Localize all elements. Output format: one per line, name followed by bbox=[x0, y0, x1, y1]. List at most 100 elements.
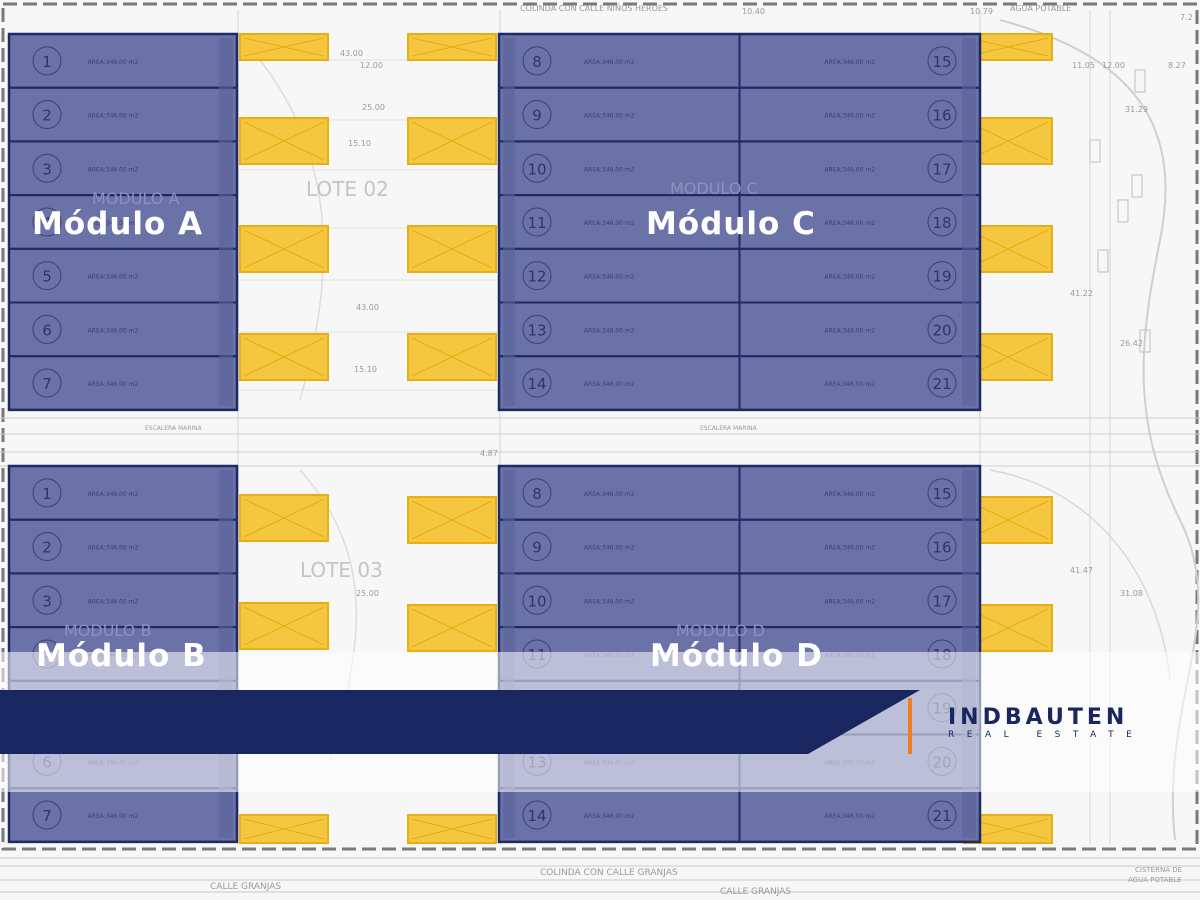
loading-dock bbox=[239, 225, 329, 273]
lot-number-badge bbox=[927, 585, 957, 615]
dimension-label: 41.22 bbox=[1070, 289, 1093, 298]
lot-number-badge bbox=[522, 261, 552, 291]
lot-number-badge bbox=[927, 261, 957, 291]
dock-hatch bbox=[967, 608, 1049, 648]
lot-area-label: AREA:346.00 m2 bbox=[88, 113, 139, 120]
lot-number-badge bbox=[32, 207, 62, 237]
dock-strip bbox=[503, 38, 515, 406]
lot-number-badge bbox=[522, 478, 552, 508]
lot-number-label: LOTE 03 bbox=[300, 558, 383, 582]
lot-area-label: AREA:346.00 m2 bbox=[88, 598, 139, 605]
lot-number: 16 bbox=[932, 539, 951, 557]
lot-area-label: AREA:346.00 m2 bbox=[584, 327, 635, 334]
lot-area-label: AREA:346.00 m2 bbox=[824, 491, 875, 498]
module-small-label: MODULO B bbox=[64, 621, 151, 640]
lot-number: 2 bbox=[42, 539, 52, 557]
lot-number: 16 bbox=[932, 107, 951, 125]
lot-outline bbox=[8, 355, 238, 411]
dock-hatch bbox=[967, 121, 1049, 161]
lot-number: 20 bbox=[932, 321, 951, 339]
equipment-mark bbox=[1131, 174, 1143, 198]
equipment-mark bbox=[1117, 199, 1129, 223]
drive-curve bbox=[989, 469, 1171, 681]
loading-dock bbox=[407, 33, 497, 61]
stair-label: ESCALERA MARINA bbox=[700, 425, 758, 432]
water-label: AGUA POTABLE bbox=[1010, 4, 1071, 13]
lot-number: 5 bbox=[42, 268, 52, 286]
equipment-mark bbox=[1089, 139, 1101, 163]
dock-strip bbox=[962, 38, 976, 406]
lot-area-label: AREA:346.00 m2 bbox=[584, 381, 635, 388]
lot-area-label: AREA:346.00 m2 bbox=[824, 59, 875, 66]
lot-number: 14 bbox=[527, 375, 546, 393]
lot-area-label: AREA:346.00 m2 bbox=[88, 327, 139, 334]
top-street-label: COLINDA CON CALLE NIÑOS HEROES bbox=[520, 3, 668, 13]
lot-number-badge bbox=[927, 100, 957, 130]
lot-number: 7 bbox=[42, 375, 52, 393]
dock-hatch bbox=[411, 229, 493, 269]
dock-hatch bbox=[967, 229, 1049, 269]
lot-number-badge bbox=[927, 314, 957, 344]
lot-number-badge bbox=[522, 153, 552, 183]
dimension-label: 15.10 bbox=[354, 365, 377, 374]
lot-number-badge bbox=[927, 532, 957, 562]
dimension-label: 4.87 bbox=[480, 449, 498, 458]
module-c-label: Módulo C bbox=[646, 206, 816, 242]
lot-area-label: AREA:346.00 m2 bbox=[584, 113, 635, 120]
lot-number-label: LOTE 02 bbox=[306, 177, 389, 201]
lot-number: 9 bbox=[532, 107, 542, 125]
dimension-label: 12.00 bbox=[1102, 61, 1125, 70]
dimension-label: 10.40 bbox=[742, 7, 765, 16]
dock-hatch bbox=[411, 500, 493, 540]
dimension-label: 25.00 bbox=[362, 103, 385, 112]
lot-number-badge bbox=[522, 207, 552, 237]
dimension-label: 7.2 bbox=[1180, 13, 1193, 22]
lot-number-badge bbox=[32, 46, 62, 76]
equipment-mark bbox=[1139, 329, 1151, 353]
lot-number-badge bbox=[522, 314, 552, 344]
dock-hatch bbox=[243, 37, 325, 57]
loading-dock bbox=[239, 33, 329, 61]
lot-area-label: AREA:346.00 m2 bbox=[88, 545, 139, 552]
lot-number: 1 bbox=[42, 485, 52, 503]
lot-area-label: AREA:346.00 m2 bbox=[584, 220, 635, 227]
brand-logo: INDBAUTEN REAL ESTATE bbox=[908, 694, 1188, 754]
dimension-label: 31.29 bbox=[1125, 105, 1148, 114]
dock-strip bbox=[219, 38, 233, 406]
lot-number: 21 bbox=[932, 375, 951, 393]
brand-band bbox=[0, 690, 920, 754]
dock-hatch bbox=[243, 121, 325, 161]
lot-number: 2 bbox=[42, 107, 52, 125]
lot-number: 7 bbox=[42, 807, 52, 825]
module-small-label: MODULO D bbox=[676, 621, 765, 640]
dimension-label: 26.42 bbox=[1120, 339, 1143, 348]
site-annotations: COLINDA CON CALLE NIÑOS HEROES AGUA POTAB… bbox=[145, 3, 1193, 897]
brand-name: INDBAUTEN bbox=[948, 705, 1128, 730]
dock-hatch bbox=[967, 818, 1049, 840]
lot-number: 9 bbox=[532, 539, 542, 557]
lot-area-label: AREA:346.00 m2 bbox=[824, 274, 875, 281]
lot-number: 10 bbox=[527, 160, 546, 178]
lot-number: 19 bbox=[932, 268, 951, 286]
lot-number: 15 bbox=[932, 53, 951, 71]
lot-outline bbox=[738, 355, 981, 411]
lot-area-label: AREA:346.00 m2 bbox=[584, 59, 635, 66]
module-a-label: Módulo A bbox=[32, 206, 203, 242]
dimension-label: 41.47 bbox=[1070, 566, 1093, 575]
lot-number-badge bbox=[927, 207, 957, 237]
lot-area-label: AREA:346.00 m2 bbox=[88, 59, 139, 66]
lot-area-label: AREA:346.00 m2 bbox=[88, 220, 139, 227]
lot-number-badge bbox=[32, 100, 62, 130]
equipment-mark bbox=[1134, 69, 1146, 93]
loading-dock bbox=[407, 117, 497, 165]
dimension-label: 12.00 bbox=[360, 61, 383, 70]
lot-area-label: AREA:346.00 m2 bbox=[88, 166, 139, 173]
lot-number: 4 bbox=[42, 214, 52, 232]
stair-label: ESCALERA MARINA bbox=[145, 425, 203, 432]
module-small-label: MODULO C bbox=[670, 179, 758, 198]
